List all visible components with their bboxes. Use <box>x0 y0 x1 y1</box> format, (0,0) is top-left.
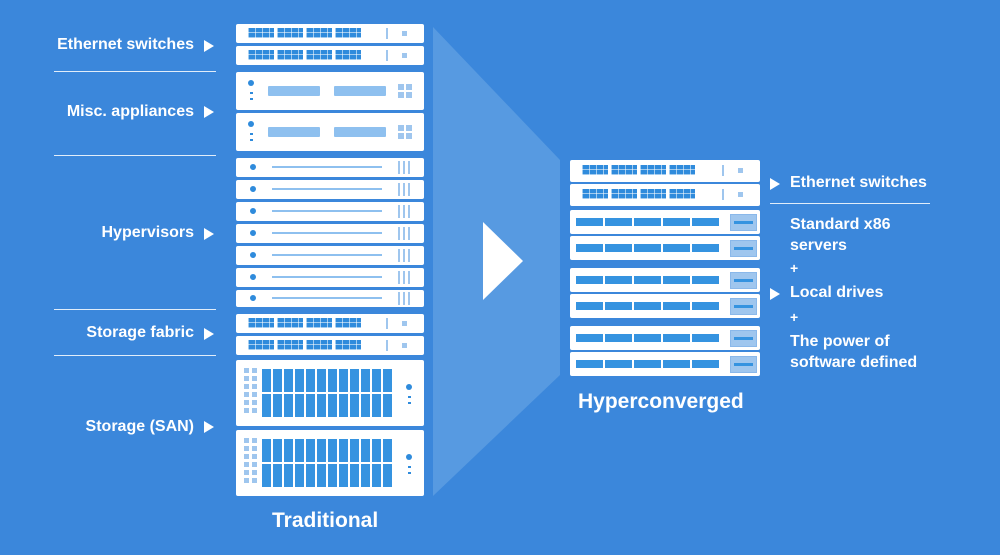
appliance-unit <box>236 113 424 151</box>
label-ethernet-switches-right: Ethernet switches <box>790 174 927 191</box>
label-storage-fabric: Storage fabric <box>86 324 194 341</box>
hypervisor-unit <box>236 224 424 243</box>
label-ethernet-switches: Ethernet switches <box>57 36 194 53</box>
pointer-icon <box>770 178 780 190</box>
caption-hyperconverged: Hyperconverged <box>578 390 744 413</box>
storage-fabric-unit <box>236 336 424 355</box>
pointer-icon <box>204 106 214 118</box>
label-standard-x86: Standard x86 <box>790 216 891 233</box>
ethernet-switch-unit <box>236 46 424 65</box>
label-storage-san: Storage (SAN) <box>85 418 194 435</box>
hypervisor-unit <box>236 268 424 287</box>
pointer-icon <box>204 228 214 240</box>
appliance-unit <box>236 72 424 110</box>
storage-fabric-unit <box>236 314 424 333</box>
pointer-icon <box>204 328 214 340</box>
san-unit <box>236 430 424 496</box>
caption-traditional: Traditional <box>272 509 379 532</box>
hc-server-unit <box>570 294 760 318</box>
label-local-drives: Local drives <box>790 284 884 301</box>
divider <box>54 355 216 356</box>
label-power-of: The power of <box>790 333 890 350</box>
label-hypervisors: Hypervisors <box>101 224 195 241</box>
ethernet-switch-unit <box>236 24 424 43</box>
hypervisor-unit <box>236 246 424 265</box>
hc-server-unit <box>570 268 760 292</box>
divider <box>54 155 216 156</box>
pointer-icon <box>204 40 214 52</box>
hc-server-unit <box>570 352 760 376</box>
hc-server-unit <box>570 236 760 260</box>
hypervisor-unit <box>236 180 424 199</box>
label-software-defined: software defined <box>790 354 918 371</box>
label-misc-appliances: Misc. appliances <box>66 103 194 120</box>
hc-server-unit <box>570 326 760 350</box>
san-unit <box>236 360 424 426</box>
divider <box>54 309 216 310</box>
hypervisor-unit <box>236 158 424 177</box>
hypervisor-unit <box>236 202 424 221</box>
pointer-icon <box>204 421 214 433</box>
divider <box>770 203 930 204</box>
hypervisor-unit <box>236 290 424 307</box>
label-servers: servers <box>790 237 847 254</box>
ethernet-switch-unit <box>570 160 760 182</box>
ethernet-switch-unit <box>570 184 760 206</box>
arrow-right-icon <box>483 222 523 300</box>
pointer-icon <box>770 288 780 300</box>
label-plus: + <box>790 309 799 325</box>
divider <box>54 71 216 72</box>
label-plus: + <box>790 260 799 276</box>
hc-server-unit <box>570 210 760 234</box>
